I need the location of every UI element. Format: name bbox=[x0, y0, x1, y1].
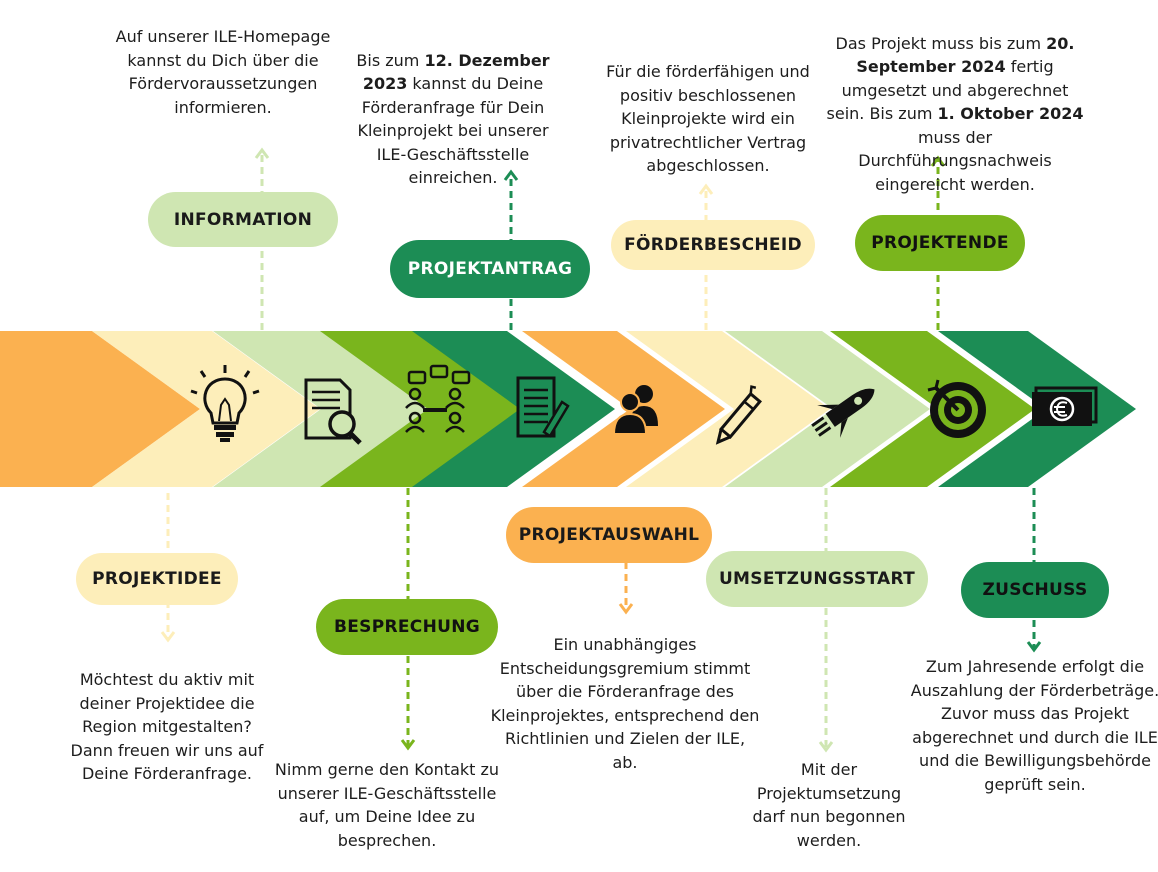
desc-foerderbescheid: Für die förderfähigen und positiv beschl… bbox=[606, 62, 810, 175]
pill-projektende: PROJEKTENDE bbox=[855, 215, 1025, 271]
document-search-icon bbox=[304, 378, 362, 445]
pill-foerderbescheid: FÖRDERBESCHEID bbox=[611, 220, 815, 270]
pill-zuschuss: ZUSCHUSS bbox=[961, 562, 1109, 618]
desc-besprechung: Nimm gerne den Kontakt zu unserer ILE-Ge… bbox=[274, 760, 500, 850]
desc-projektidee: Möchtest du aktiv mit deiner Projektidee… bbox=[70, 670, 264, 783]
connector-arrow bbox=[618, 562, 634, 615]
chevron-segment bbox=[412, 331, 615, 487]
chevron-segment bbox=[626, 331, 830, 487]
desc-projektantrag: Bis zum 12. Dezember 2023 kannst du Dein… bbox=[356, 50, 550, 188]
chevron-segment bbox=[522, 331, 725, 487]
chevron-segment bbox=[0, 331, 200, 487]
desc-projektende: Das Projekt muss bis zum 20. September 2… bbox=[826, 33, 1084, 194]
desc-zuschuss: Zum Jahresende erfolgt die Auszahlung de… bbox=[910, 657, 1158, 794]
rocket-icon bbox=[811, 388, 875, 438]
pill-projektantrag: PROJEKTANTRAG bbox=[390, 240, 590, 298]
target-icon bbox=[927, 379, 986, 438]
pen-icon bbox=[715, 385, 762, 445]
desc-information: Auf unserer ILE-Homepage kannst du Dich … bbox=[115, 27, 331, 117]
chevron-segment bbox=[725, 331, 930, 487]
pill-projektidee: PROJEKTIDEE bbox=[76, 553, 238, 605]
chevron-segment bbox=[92, 331, 320, 487]
desc-umsetzungsstart: Mit der Projektumsetzung darf nun begonn… bbox=[752, 760, 906, 850]
desc-projektauswahl: Ein unabhängiges Entscheidungsgremium st… bbox=[490, 635, 760, 772]
money-icon bbox=[1032, 386, 1098, 426]
form-pen-icon bbox=[516, 376, 570, 438]
pill-umsetzungsstart: UMSETZUNGSSTART bbox=[706, 551, 928, 607]
pill-projektauswahl: PROJEKTAUSWAHL bbox=[506, 507, 712, 563]
pill-information: INFORMATION bbox=[148, 192, 338, 247]
connector-arrow bbox=[1026, 488, 1042, 653]
pill-besprechung: BESPRECHUNG bbox=[316, 599, 498, 655]
meeting-icon bbox=[405, 364, 471, 433]
connector-arrow bbox=[400, 488, 416, 751]
chevron-segment bbox=[830, 331, 1035, 487]
lightbulb-icon bbox=[190, 365, 260, 442]
chevron-segment bbox=[320, 331, 522, 487]
group-icon bbox=[612, 385, 658, 435]
connector-arrow bbox=[818, 488, 834, 753]
